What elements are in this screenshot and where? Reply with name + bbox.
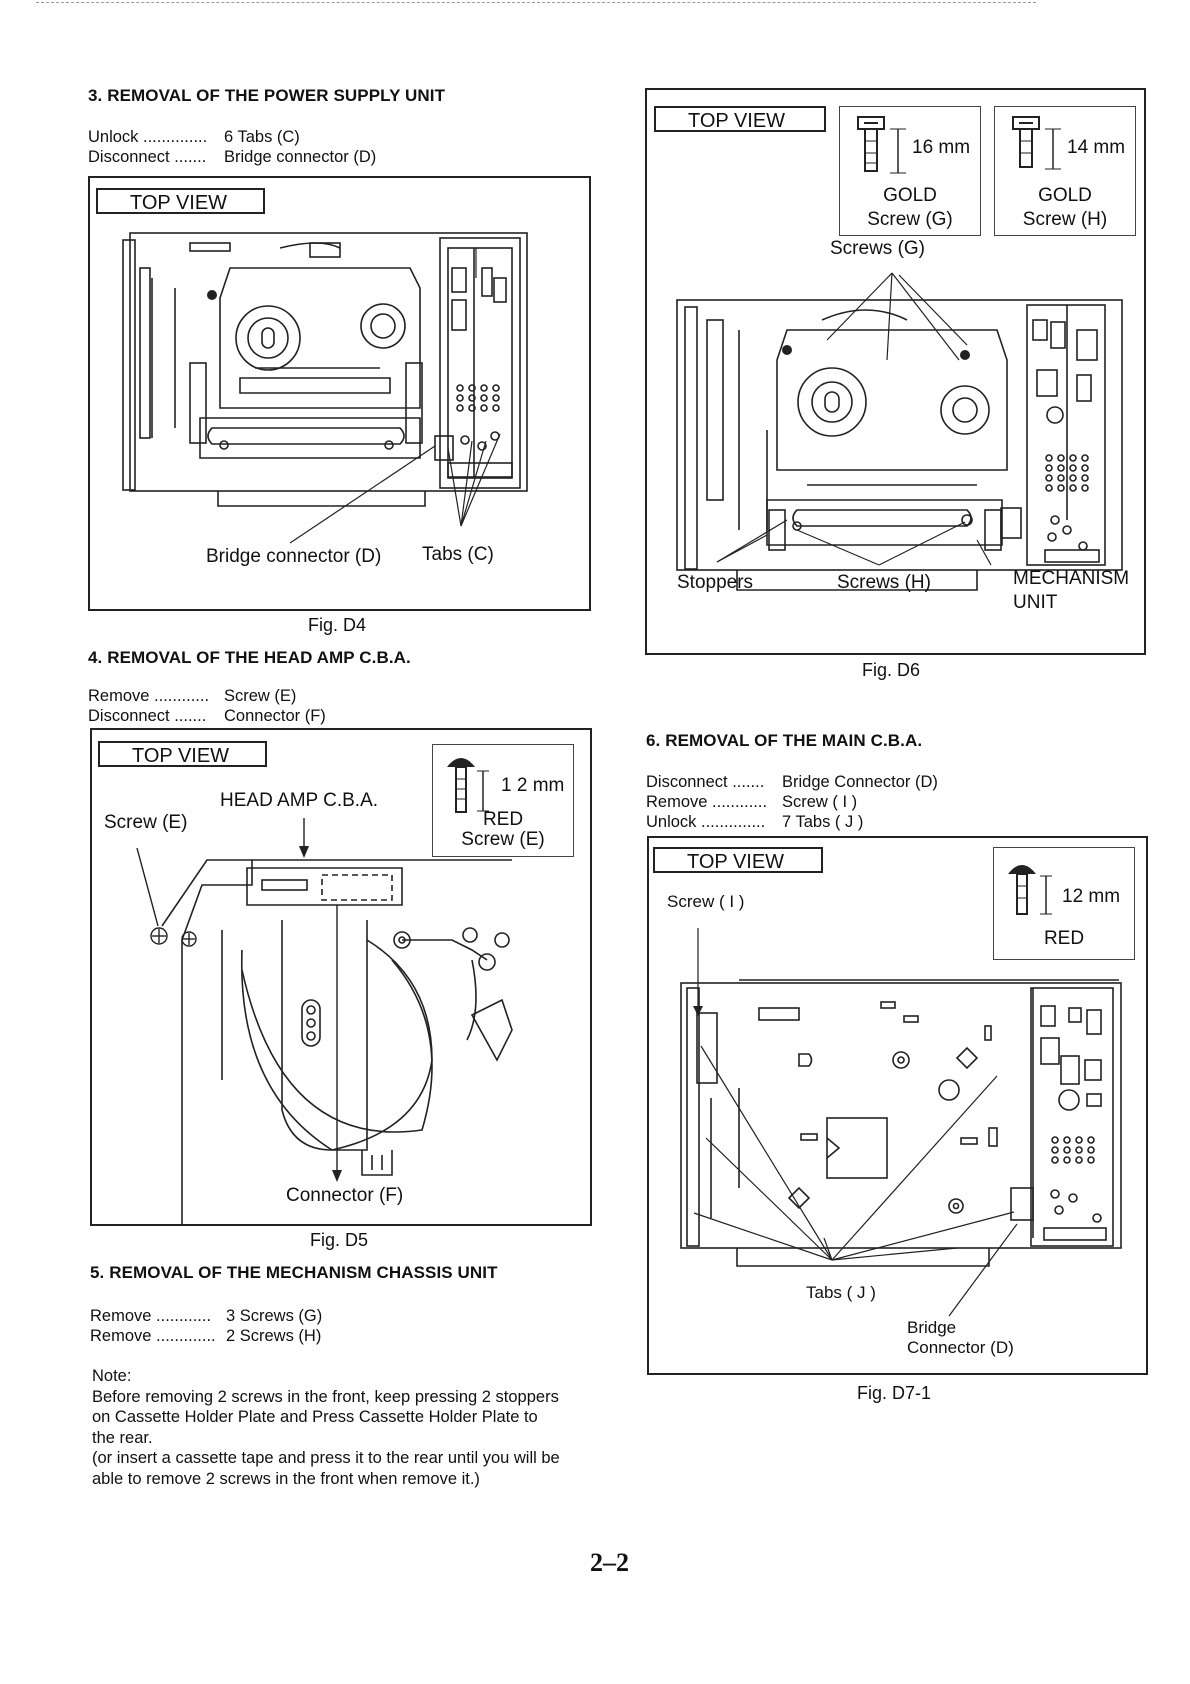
step-row: Remove ............. 2 Screws (H)	[90, 1326, 322, 1346]
step-item: Bridge connector (D)	[224, 148, 377, 166]
section-6-title: 6. REMOVAL OF THE MAIN C.B.A.	[646, 731, 923, 750]
mechanism-drawing	[676, 272, 1123, 591]
bridge-connector-label: Bridge connector (D)	[206, 546, 382, 567]
screw-size: 14 mm	[1067, 137, 1126, 158]
screw-color: RED	[1043, 928, 1085, 949]
top-view-label: TOP VIEW	[96, 188, 265, 214]
fig-d6-caption: Fig. D6	[862, 660, 921, 680]
head-amp-drawing	[136, 818, 513, 1224]
screw-color: GOLD	[1038, 185, 1092, 206]
step-action: Remove .............	[90, 1327, 216, 1345]
screw-name: Screw (H)	[1022, 209, 1108, 230]
top-view-label: TOP VIEW	[654, 106, 826, 132]
section-6-steps: Disconnect ....... Bridge Connector (D) R…	[646, 772, 938, 832]
note-heading: Note:	[92, 1367, 132, 1385]
note-line: the rear.	[92, 1428, 153, 1447]
step-item: 7 Tabs ( J )	[782, 813, 864, 831]
screw-icon	[1012, 116, 1061, 170]
screw-icon	[857, 116, 906, 174]
stoppers-label: Stoppers	[677, 572, 754, 593]
main-cba-drawing	[680, 928, 1122, 1317]
step-row: Disconnect ....... Bridge Connector (D)	[646, 772, 938, 792]
figure-d6: TOP VIEW 16 mm GOLD Screw (G) 14 mm GOLD…	[645, 88, 1146, 655]
fig-d5-caption: Fig. D5	[310, 1230, 369, 1250]
figure-d5: TOP VIEW 1 2 mm RED Screw (E)	[90, 728, 592, 1226]
screw-size: 12 mm	[1062, 886, 1121, 907]
screw-icon	[447, 758, 489, 813]
step-action: Disconnect .......	[88, 707, 207, 725]
note-line: on Cassette Holder Plate and Press Casse…	[92, 1408, 538, 1426]
tabs-c-label: Tabs (C)	[422, 544, 494, 565]
step-item: Bridge Connector (D)	[782, 773, 938, 791]
section-4-steps: Remove ............ Screw (E) Disconnect …	[88, 686, 326, 726]
note-line: able to remove 2 screws in the front whe…	[92, 1469, 480, 1488]
page-number: 2–2	[590, 1548, 629, 1577]
screw-icon	[1008, 865, 1052, 915]
section-3-steps: Unlock .............. 6 Tabs (C) Disconne…	[88, 127, 376, 167]
figure-d4: TOP VIEW	[88, 176, 591, 611]
screw-h-spec: 14 mm GOLD Screw (H)	[994, 106, 1136, 236]
head-amp-label: HEAD AMP C.B.A.	[220, 790, 379, 811]
section-5-note: Note: Before removing 2 screws in the fr…	[92, 1366, 612, 1489]
note-line: (or insert a cassette tape and press it …	[92, 1449, 560, 1467]
step-item: Screw ( I )	[782, 793, 858, 811]
step-row: Disconnect ....... Bridge connector (D)	[88, 147, 376, 167]
screw-g-spec: 16 mm GOLD Screw (G)	[839, 106, 981, 236]
screw-e-spec: 1 2 mm RED Screw (E)	[432, 744, 574, 857]
screw-name: Screw (E)	[461, 829, 545, 850]
step-item: 3 Screws (G)	[226, 1307, 323, 1325]
step-row: Unlock .............. 7 Tabs ( J )	[646, 812, 938, 832]
step-item: Connector (F)	[224, 707, 326, 725]
step-row: Remove ............ Screw ( I )	[646, 792, 938, 812]
section-5-title: 5. REMOVAL OF THE MECHANISM CHASSIS UNIT	[90, 1263, 498, 1282]
fig-d7-1-caption: Fig. D7-1	[857, 1383, 932, 1403]
screws-h-label: Screws (H)	[837, 572, 931, 593]
screw-size: 16 mm	[912, 137, 971, 158]
step-item: 2 Screws (H)	[226, 1327, 322, 1345]
bridge-label-line1: Bridge	[907, 1318, 957, 1337]
mechanism-label-line1: MECHANISM	[1013, 568, 1130, 589]
connector-f-label: Connector (F)	[286, 1185, 404, 1206]
top-view-label: TOP VIEW	[653, 847, 823, 873]
section-5-steps: Remove ............ 3 Screws (G) Remove .…	[90, 1306, 322, 1346]
section-3-title: 3. REMOVAL OF THE POWER SUPPLY UNIT	[88, 86, 446, 105]
fig-d4-caption: Fig. D4	[308, 615, 367, 635]
bridge-label-line2: Connector (D)	[907, 1338, 1014, 1357]
step-row: Remove ............ Screw (E)	[88, 686, 326, 706]
step-row: Remove ............ 3 Screws (G)	[90, 1306, 322, 1326]
step-action: Unlock ..............	[88, 128, 208, 146]
screw-color: GOLD	[883, 185, 937, 206]
step-action: Remove ............	[88, 687, 210, 705]
tabs-j-label: Tabs ( J )	[806, 1283, 876, 1302]
screw-size: 1 2 mm	[501, 775, 565, 796]
step-action: Remove ............	[646, 793, 768, 811]
screws-g-label: Screws (G)	[830, 238, 925, 259]
screw-i-label: Screw ( I )	[667, 892, 745, 911]
mechanism-label-line2: UNIT	[1013, 592, 1058, 613]
step-action: Unlock ..............	[646, 813, 766, 831]
top-view-label: TOP VIEW	[98, 741, 267, 767]
step-item: Screw (E)	[224, 687, 297, 705]
figure-d7-1: TOP VIEW 12 mm RED	[647, 836, 1148, 1375]
note-line: Before removing 2 screws in the front, k…	[92, 1387, 559, 1406]
step-row: Disconnect ....... Connector (F)	[88, 706, 326, 726]
step-action: Disconnect .......	[88, 148, 207, 166]
page-top-rule	[36, 2, 1036, 3]
screw-color: RED	[482, 809, 524, 830]
screw-i-spec: 12 mm RED	[993, 847, 1135, 960]
screw-name: Screw (G)	[867, 209, 953, 230]
step-action: Disconnect .......	[646, 773, 765, 791]
power-supply-drawing	[122, 232, 528, 544]
screw-e-label: Screw (E)	[104, 812, 188, 833]
section-4-title: 4. REMOVAL OF THE HEAD AMP C.B.A.	[88, 648, 411, 667]
step-action: Remove ............	[90, 1307, 212, 1325]
step-item: 6 Tabs (C)	[224, 128, 300, 146]
step-row: Unlock .............. 6 Tabs (C)	[88, 127, 376, 147]
